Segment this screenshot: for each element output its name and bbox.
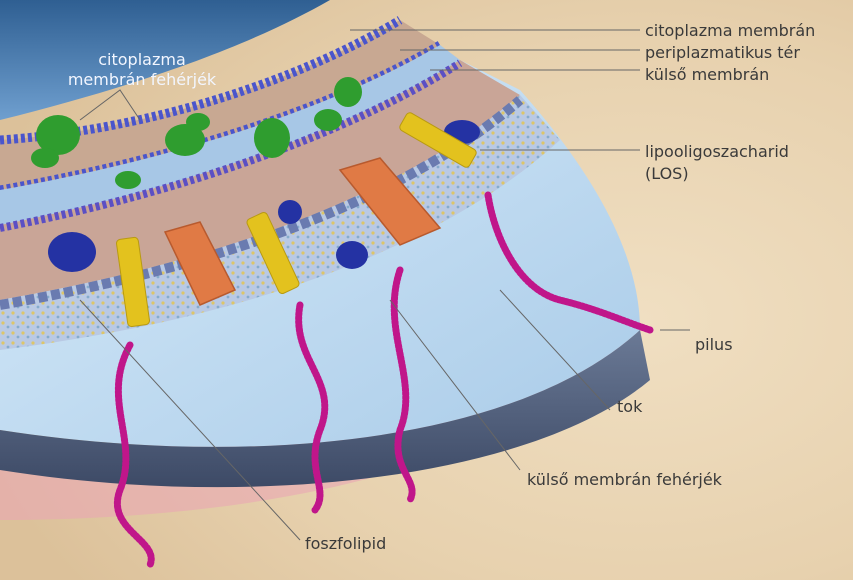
label-cytoplasm-proteins-line1: citoplazma (42, 50, 242, 69)
label-cytoplasm-membrane: citoplazma membrán (645, 21, 815, 40)
label-phospholipid: foszfolipid (305, 534, 386, 553)
label-cytoplasm-proteins-line2: membrán fehérjék (42, 70, 242, 89)
label-outer-membrane: külső membrán (645, 65, 769, 84)
label-lipooligosaccharide-line1: lipooligoszacharid (645, 142, 789, 161)
label-lipooligosaccharide-line2: (LOS) (645, 164, 689, 183)
label-periplasmic-space: periplazmatikus tér (645, 43, 800, 62)
label-pilus: pilus (695, 335, 733, 354)
label-outer-membrane-proteins: külső membrán fehérjék (527, 470, 722, 489)
label-capsule: tok (617, 397, 642, 416)
